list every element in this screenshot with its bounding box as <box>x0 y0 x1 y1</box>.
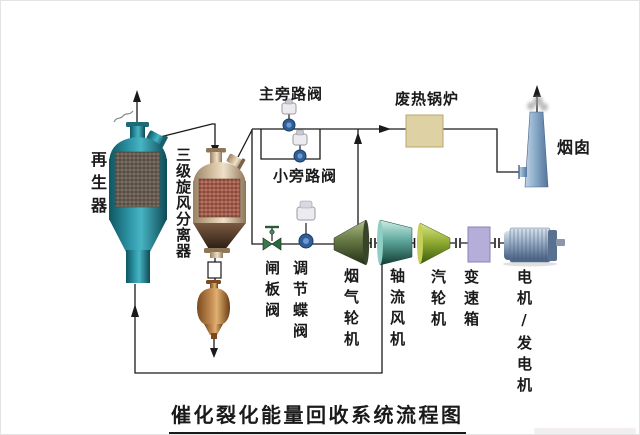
boiler-inlet-arrow-icon <box>379 125 391 133</box>
gate-valve-label: 闸板阀 <box>263 260 281 323</box>
air-to-regenerator-arrow-icon <box>131 304 139 317</box>
gearbox-label: 变速箱 <box>462 269 480 332</box>
motor-shaft <box>556 239 565 246</box>
axial-fan-label: 轴流风机 <box>388 268 406 352</box>
vent-instrument-sketch <box>113 110 134 123</box>
main-bypass-valve-label: 主旁路阀 <box>259 85 324 103</box>
regulating-butterfly-valve-label: 调节蝶阀 <box>291 260 309 344</box>
chimney-stack <box>518 96 549 188</box>
gearbox-box <box>467 226 491 263</box>
motor-generator-label: 电机/发电机 <box>515 269 533 398</box>
small-bypass-valve-label: 小旁路阀 <box>273 167 338 185</box>
turbine-inlet-line <box>251 129 334 245</box>
cyclone-separator-label: 三级旋风分离器 <box>174 147 192 259</box>
regenerator-skirt <box>126 250 150 283</box>
fan-to-regenerator-line <box>134 263 383 374</box>
diagram-title: 催化裂化能量回收系统流程图 <box>169 399 466 434</box>
axial-fan-shape <box>377 219 413 266</box>
catalyst-hopper-vessel <box>197 280 230 339</box>
gate-valve <box>262 225 282 251</box>
boiler-to-chimney-line <box>443 128 524 173</box>
chimney-inlet-nozzle <box>519 167 527 177</box>
catalyst-drain-arrow-icon <box>210 348 218 358</box>
cyclone-side-flange <box>236 158 246 171</box>
steam-turbine-shape <box>417 222 451 265</box>
hopper-cone <box>204 324 223 335</box>
main-bypass-valve <box>281 98 297 132</box>
regulating-butterfly-valve <box>296 200 316 249</box>
flue-gas-turbine-label: 烟气轮机 <box>342 268 360 352</box>
exhaust-up-arrow-icon <box>354 132 362 144</box>
hopper-neck <box>210 283 218 289</box>
cyclone-outlet-line <box>237 129 253 158</box>
hopper-body <box>197 288 230 324</box>
regenerator-top-flange <box>126 122 149 127</box>
regenerator-cone <box>109 219 167 252</box>
flue-gas-turbine-shape <box>333 219 370 266</box>
waste-heat-boiler-box <box>405 114 444 148</box>
waste-heat-boiler-label: 废热锅炉 <box>395 90 460 108</box>
watermark-remnant <box>534 428 636 434</box>
regenerator-vessel <box>109 122 168 283</box>
smoke-puffs <box>527 96 548 111</box>
small-bypass-valve <box>292 129 308 163</box>
cyclone-bottom-nozzle <box>210 252 223 258</box>
motor-fins <box>513 229 547 261</box>
motor-generator-shape <box>503 227 565 267</box>
chimney-label: 烟囱 <box>557 138 592 157</box>
cyclone-top-flange <box>206 148 226 153</box>
cyclone-bottom-flange <box>204 248 230 253</box>
small-bypass-loop <box>260 129 321 160</box>
chimney-top-arrow-icon <box>533 85 541 97</box>
regenerator-label: 再生器 <box>88 151 107 220</box>
cyclone-separator-vessel <box>193 148 246 258</box>
steam-turbine-label: 汽轮机 <box>429 269 447 332</box>
hopper-tail <box>211 333 217 339</box>
regenerator-to-cyclone-line <box>159 123 216 147</box>
dipleg-orifice-box <box>207 261 222 279</box>
regenerator-bed-panel <box>114 151 161 208</box>
vent-arrow-icon <box>133 90 141 102</box>
regenerator-side-flange <box>158 135 168 150</box>
cyclone-panel <box>198 178 241 218</box>
flow-arrows <box>131 85 541 358</box>
cyclone-cone <box>193 223 246 251</box>
